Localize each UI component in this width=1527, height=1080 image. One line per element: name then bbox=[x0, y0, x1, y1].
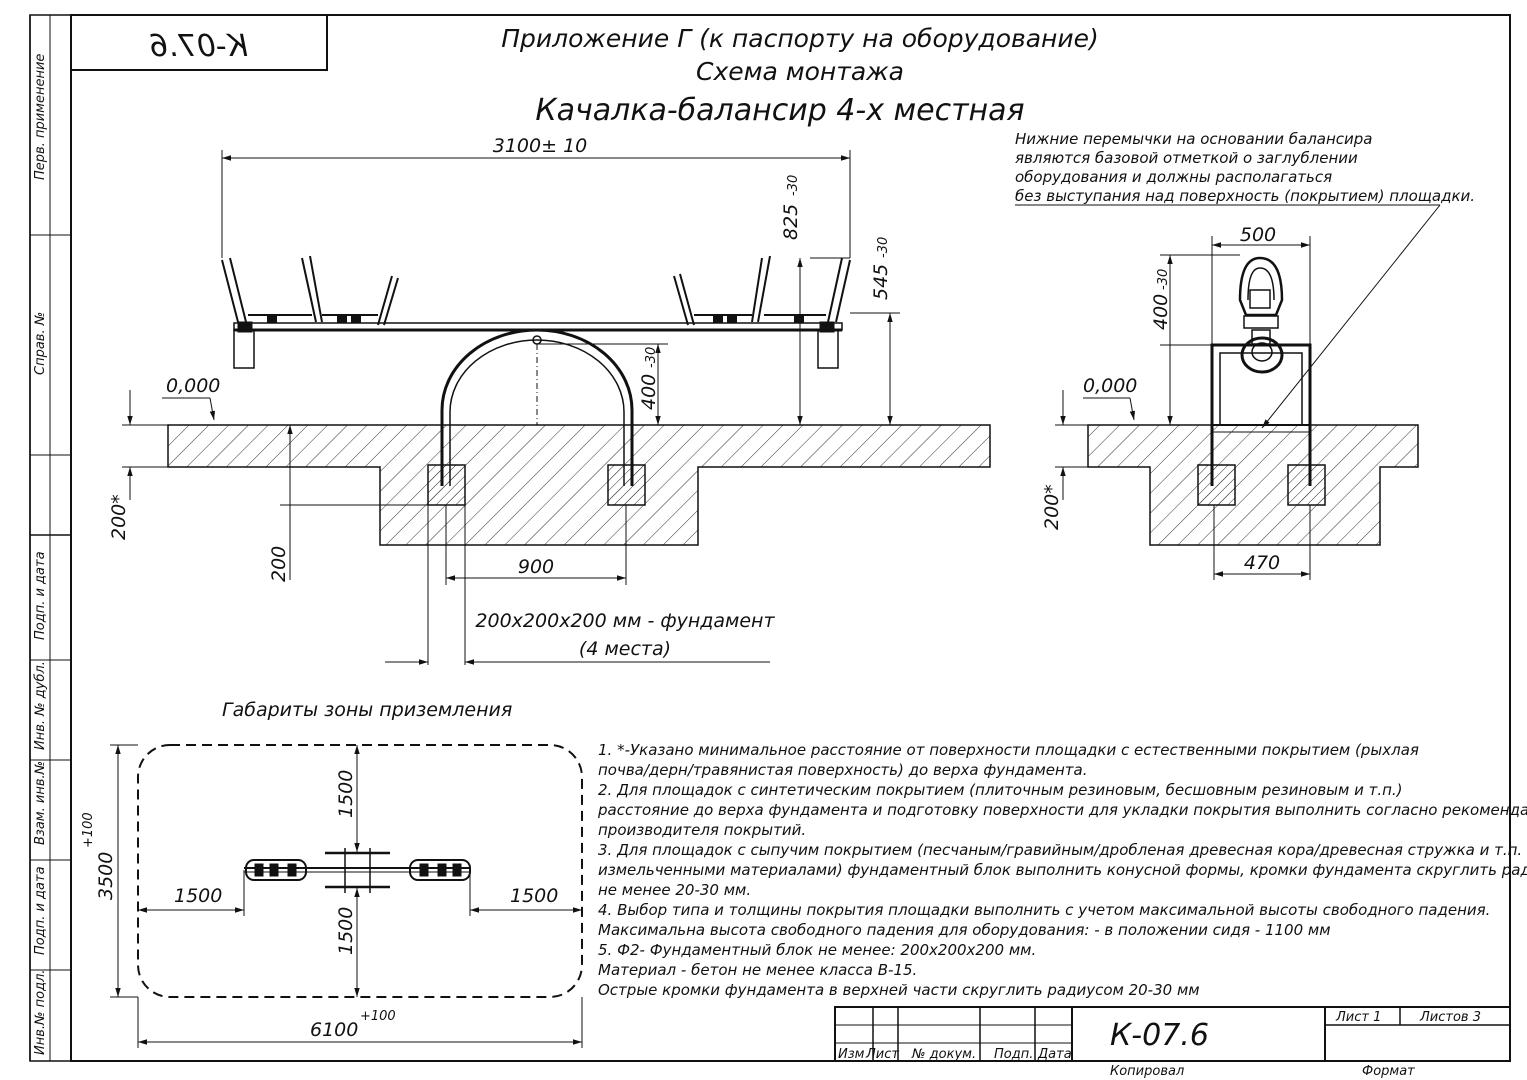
side-foundation-block-left bbox=[1197, 464, 1236, 506]
dim-beam-height: 545 bbox=[870, 264, 892, 300]
landing-dim-length: 6100 bbox=[310, 1019, 358, 1041]
title-line-2: Схема монтажа bbox=[696, 57, 904, 86]
title-block-sheet: Лист 1 bbox=[1335, 1010, 1381, 1025]
title-block-podp: Подп. bbox=[994, 1047, 1033, 1062]
front-ground-level: 0,000 bbox=[166, 375, 220, 397]
note-line: 3. Для площадок с сыпучим покрытием (пес… bbox=[598, 841, 1522, 859]
side-foundation-block-right bbox=[1287, 464, 1326, 506]
front-bumper-left bbox=[233, 329, 255, 369]
side-label-inv-podl: Инв.№ подл. bbox=[33, 969, 48, 1055]
landing-zone-heading: Габариты зоны приземления bbox=[222, 699, 512, 721]
side-foundation-spacing: 470 bbox=[1244, 552, 1280, 574]
side-note-line-4: без выступания над поверхность (покрытие… bbox=[1015, 187, 1475, 205]
side-clearance: 400 bbox=[1150, 294, 1172, 330]
title-block-doc-no: № докум. bbox=[911, 1047, 976, 1062]
side-ground-slab bbox=[1087, 424, 1419, 546]
landing-zone-outline bbox=[137, 744, 583, 998]
title-block-labels: К-07.6 Изм Лист № докум. Подп. Дата Лист… bbox=[838, 1010, 1481, 1079]
note-line: 2. Для площадок с синтетическим покрытие… bbox=[598, 781, 1403, 799]
side-foundation-depth: 200* bbox=[1041, 484, 1063, 530]
title-block-izm: Изм bbox=[838, 1047, 865, 1062]
front-foundation-spacing: 900 bbox=[518, 556, 554, 578]
front-ground-slab bbox=[167, 424, 991, 546]
landing-dim-bottom: 1500 bbox=[335, 907, 357, 955]
note-line: 1. *-Указано минимальное расстояние от п… bbox=[598, 741, 1419, 759]
side-view bbox=[1087, 256, 1419, 546]
front-seat-right bbox=[673, 255, 851, 326]
landing-dim-width: 3500 bbox=[95, 852, 117, 900]
title-block-sheets: Листов 3 bbox=[1419, 1010, 1481, 1025]
side-strip: Перв. применение Справ. № Подп. и дата И… bbox=[33, 54, 48, 1055]
note-line: Максимальна высота свободного падения дл… bbox=[598, 921, 1331, 939]
front-foundation-block-left bbox=[427, 464, 466, 506]
title-block bbox=[834, 1006, 1511, 1062]
note-line: измельченными материалами) фундаментный … bbox=[598, 861, 1527, 879]
side-label-podp-data-1: Подп. и дата bbox=[33, 551, 48, 640]
note-line: производителя покрытий. bbox=[598, 821, 806, 839]
landing-dim-width-tol: +100 bbox=[81, 812, 96, 848]
dim-arch-clearance-tol: -30 bbox=[644, 347, 659, 368]
side-label-inv-dubl: Инв. № дубл. bbox=[33, 661, 48, 750]
front-foundation-block: 200 bbox=[268, 546, 290, 582]
side-label-perv-primenenie: Перв. применение bbox=[33, 54, 48, 180]
side-label-vzam-inv: Взам. инв.№ bbox=[33, 761, 48, 845]
side-dimensions bbox=[1015, 204, 1441, 580]
front-bumper-right bbox=[817, 329, 839, 369]
title-block-header: Приложение Г (к паспорту на оборудование… bbox=[501, 24, 1099, 128]
front-foundation-block-right bbox=[607, 464, 646, 506]
dim-overall-length: 3100± 10 bbox=[493, 135, 588, 157]
note-line: почва/дерн/травянистая поверхность) до в… bbox=[598, 761, 1088, 779]
title-block-data: Дата bbox=[1037, 1047, 1072, 1062]
side-note-line-3: оборудования и должны располагаться bbox=[1015, 168, 1332, 186]
note-line: 4. Выбор типа и толщины покрытия площадк… bbox=[598, 901, 1490, 919]
landing-dim-right: 1500 bbox=[510, 885, 558, 907]
drawing-code-mirrored: К-07.6 bbox=[149, 29, 248, 64]
dim-seat-height: 825 bbox=[780, 204, 802, 240]
landing-dim-top: 1500 bbox=[335, 770, 357, 818]
title-block-kopiroval: Копировал bbox=[1110, 1064, 1184, 1079]
title-block-code: К-07.6 bbox=[1110, 1018, 1209, 1053]
notes: 1. *-Указано минимальное расстояние от п… bbox=[597, 741, 1527, 999]
title-block-list-col: Лист bbox=[865, 1047, 899, 1062]
note-line: 5. Ф2- Фундаментный блок не менее: 200х2… bbox=[598, 941, 1036, 959]
note-line: расстояние до верха фундамента и подгото… bbox=[597, 801, 1527, 819]
front-dimension-labels: 3100± 10 825 -30 545 -30 400 -30 0,000 2… bbox=[108, 135, 892, 660]
title-line-3: Качалка-балансир 4-х местная bbox=[535, 93, 1024, 128]
side-note-line-1: Нижние перемычки на основании балансира bbox=[1015, 130, 1373, 148]
side-handle bbox=[1238, 256, 1284, 317]
front-foundation-note-2: (4 места) bbox=[579, 638, 671, 660]
front-dimensions bbox=[122, 150, 900, 665]
dim-arch-clearance: 400 bbox=[638, 374, 660, 410]
side-ground-level: 0,000 bbox=[1083, 375, 1137, 397]
side-clearance-tol: -30 bbox=[1156, 269, 1171, 290]
title-line-1: Приложение Г (к паспорту на оборудование… bbox=[501, 24, 1099, 53]
sheet-frame bbox=[29, 14, 1511, 1062]
front-seat-left bbox=[221, 255, 399, 326]
front-foundation-depth: 200* bbox=[108, 494, 130, 540]
title-block-format: Формат bbox=[1362, 1064, 1415, 1079]
dim-seat-height-tol: -30 bbox=[786, 175, 801, 196]
landing-dimension-labels: Габариты зоны приземления 1500 1500 1500… bbox=[81, 699, 558, 1041]
landing-dim-left: 1500 bbox=[174, 885, 222, 907]
landing-dimensions bbox=[110, 744, 583, 1048]
front-view bbox=[167, 255, 991, 546]
side-label-podp-data-2: Подп. и дата bbox=[33, 866, 48, 955]
landing-zone bbox=[137, 744, 583, 998]
front-foundation-note-1: 200х200х200 мм - фундамент bbox=[475, 610, 775, 632]
landing-seat-left bbox=[245, 859, 307, 881]
dim-beam-height-tol: -30 bbox=[876, 237, 891, 258]
side-dimension-labels: 500 400 -30 0,000 200* 470 Нижние перемы… bbox=[1015, 130, 1475, 574]
note-line: не менее 20-30 мм. bbox=[598, 881, 751, 899]
side-width-top: 500 bbox=[1240, 224, 1276, 246]
note-line: Материал - бетон не менее класса В-15. bbox=[598, 961, 917, 979]
note-line: Острые кромки фундамента в верхней части… bbox=[598, 981, 1200, 999]
side-note-line-2: являются базовой отметкой о заглублении bbox=[1015, 149, 1358, 167]
landing-dim-length-tol: +100 bbox=[360, 1009, 396, 1024]
side-label-sprav: Справ. № bbox=[33, 312, 48, 375]
